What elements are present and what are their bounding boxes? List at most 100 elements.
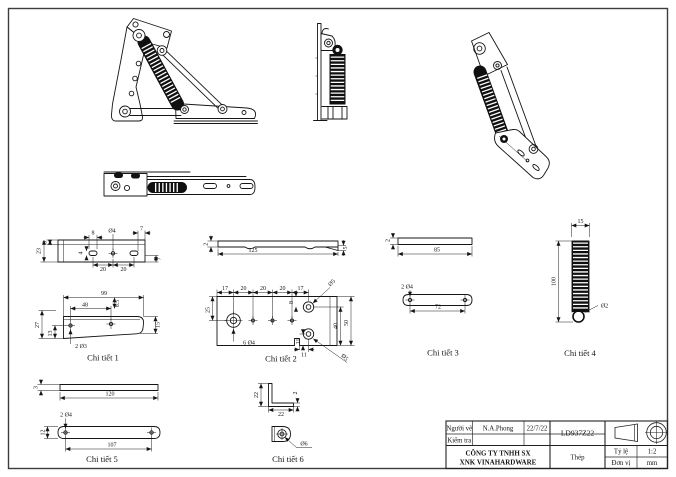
dim-n2: 11 bbox=[301, 353, 307, 359]
dim-end-h: 15 bbox=[156, 322, 162, 328]
base-flange bbox=[173, 120, 258, 124]
pivot bbox=[528, 144, 539, 154]
diagonal-link bbox=[159, 48, 225, 112]
dim-h40: 40 bbox=[334, 323, 340, 329]
detail-4-label: Chi tiết 4 bbox=[564, 348, 596, 358]
part5-plan-view bbox=[57, 426, 161, 439]
extension-lines bbox=[38, 295, 158, 339]
detail-1-label: Chi tiết 1 bbox=[87, 353, 119, 363]
dim-height: 12 bbox=[41, 430, 47, 436]
slot bbox=[532, 164, 540, 171]
unit-label: Đơn vị bbox=[612, 460, 631, 467]
assembly-open-side-view bbox=[111, 18, 258, 124]
dim-dia-top: Ø5 bbox=[328, 279, 337, 288]
dim-h50: 50 bbox=[344, 320, 350, 326]
assembly-folded-top-view bbox=[103, 171, 256, 197]
scale-value: 1:2 bbox=[648, 449, 657, 456]
projection-symbol bbox=[614, 421, 668, 444]
dim-holes: 2 Ø3 bbox=[75, 344, 87, 350]
part3-top-view bbox=[397, 237, 473, 245]
detail-6-label: Chi tiết 6 bbox=[272, 454, 304, 464]
centerlines bbox=[108, 248, 118, 258]
detail-6: 22 2 22 Ø6 Chi tiết 6 bbox=[254, 383, 312, 464]
centerlines bbox=[276, 428, 288, 440]
base-plate bbox=[175, 103, 257, 119]
extension-lines bbox=[207, 240, 346, 256]
slot bbox=[239, 183, 254, 189]
dim-inner-h: 13 bbox=[48, 331, 54, 337]
detail-4: 15 100 Ø2 Chi tiết 4 bbox=[552, 219, 609, 358]
dim-holes: 2 Ø4 bbox=[401, 285, 413, 291]
dim-right-h: 7 bbox=[157, 257, 163, 260]
bottom-bracket bbox=[327, 106, 348, 120]
pivot-hole bbox=[326, 40, 331, 46]
dim-flange: 5 bbox=[343, 247, 349, 250]
sheet-border bbox=[7, 7, 669, 470]
extension-lines bbox=[555, 223, 590, 323]
spring-outline bbox=[571, 240, 590, 313]
dim-thickness: 2 bbox=[386, 239, 392, 242]
pivot bbox=[493, 61, 502, 70]
spring-end-loop-hole bbox=[335, 48, 340, 52]
slot bbox=[203, 183, 217, 189]
dim-height: 23 bbox=[37, 248, 43, 254]
dim-length: 125 bbox=[249, 248, 258, 254]
detail-5: 3 120 2 Ø4 12 107 Chi tiết 5 bbox=[34, 379, 161, 464]
detail-3: 2 85 2 Ø4 72 Chi tiết 3 bbox=[386, 233, 473, 358]
drawn-date: 22/7/22 bbox=[527, 426, 548, 433]
detail-2: 2 5 125 17 20 20 20 17 Ø5 25 8 40 50 11 … bbox=[204, 235, 355, 364]
detail-5-label: Chi tiết 5 bbox=[86, 454, 118, 464]
dim-leg-h: 22 bbox=[278, 412, 284, 418]
material: Thép bbox=[571, 455, 586, 462]
spring-coils bbox=[477, 74, 507, 136]
projection-crosshair bbox=[645, 421, 668, 444]
pivot-hole bbox=[531, 146, 536, 152]
dim-drop: 8.5 bbox=[115, 300, 121, 308]
extension-lines bbox=[258, 383, 300, 413]
pivot bbox=[324, 38, 333, 48]
part6-angle-view bbox=[268, 383, 294, 407]
dim-h25: 25 bbox=[206, 307, 212, 313]
scale-label: Tỷ lệ bbox=[614, 449, 628, 456]
pivot-hole bbox=[113, 183, 118, 189]
hole bbox=[525, 158, 530, 163]
title-block-grid bbox=[446, 421, 668, 469]
hole bbox=[226, 184, 231, 188]
lower-link bbox=[129, 108, 182, 116]
pivot-holes bbox=[119, 21, 247, 118]
dim-length: 120 bbox=[106, 392, 115, 398]
part3-plan-view bbox=[402, 294, 473, 306]
hinge-bracket bbox=[103, 173, 148, 197]
hook bbox=[131, 173, 140, 179]
extension-lines bbox=[390, 237, 473, 257]
checked-label: Kiểm tra bbox=[447, 438, 471, 445]
assembly-isometric-view bbox=[471, 32, 550, 180]
company-name-line2: XNK VINAHARDWARE bbox=[460, 459, 537, 467]
extension-lines bbox=[409, 304, 466, 314]
part2-plate-view bbox=[216, 296, 338, 346]
title-block-frame bbox=[445, 420, 669, 470]
part1-top-view bbox=[57, 239, 146, 263]
dim-e2: 17 bbox=[298, 286, 304, 292]
part5-holes bbox=[61, 427, 156, 438]
dim-hole-dia: Ø6 bbox=[300, 442, 307, 448]
drawing-code: LD937Z22 bbox=[561, 429, 595, 438]
dim-left-h: 27 bbox=[35, 322, 41, 328]
dim-step: 3 bbox=[43, 241, 49, 244]
hole-ticks bbox=[315, 57, 318, 95]
dim-slot-w: 4 bbox=[79, 252, 85, 255]
dim-edge: 7 bbox=[140, 227, 143, 233]
drawn-by-name: N.A.Phong bbox=[483, 426, 514, 433]
dim-n1: 11 bbox=[296, 339, 302, 345]
part1-side-view bbox=[63, 316, 144, 339]
dim-wire: Ø2 bbox=[601, 304, 608, 310]
part5-top-view bbox=[59, 384, 159, 391]
detail-2-label: Chi tiết 2 bbox=[265, 354, 297, 364]
dim-dia-bot: Ø5 bbox=[339, 353, 348, 362]
detail-1: 3 23 8 Ø4 7 20 20 4 7 99 48 8.5 27 13 15… bbox=[35, 227, 163, 363]
part2-top-view bbox=[217, 240, 339, 251]
extension-lines bbox=[44, 426, 152, 452]
dim-hole-dia: Ø4 bbox=[108, 229, 115, 235]
